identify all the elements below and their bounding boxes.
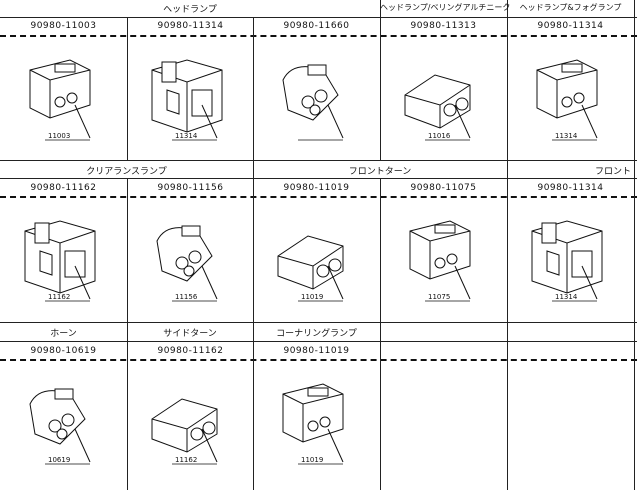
callout-label: 11003 — [48, 132, 71, 140]
connector-drawing — [253, 40, 380, 160]
part-number: 90980-11003 — [30, 21, 97, 31]
category-label: ヘッドランプ/ベリングアルチニーク — [380, 3, 511, 12]
callout-label: 11019 — [301, 456, 324, 464]
callout-label: 11075 — [428, 293, 451, 301]
category-label: フロント — [595, 167, 632, 177]
connector-drawing: 11075 — [380, 201, 507, 321]
part-number: 90980-11313 — [410, 21, 477, 31]
part-number: 90980-11314 — [157, 21, 224, 31]
callout-label: 11314 — [555, 293, 578, 301]
part-number: 90980-11162 — [157, 346, 224, 356]
part-number: 90980-11019 — [283, 183, 350, 193]
callout-label: 11019 — [301, 293, 324, 301]
part-number: 90980-11075 — [410, 183, 477, 193]
connector-drawing: 11314 — [507, 40, 634, 160]
connector-drawing: 10619 — [0, 364, 127, 484]
connector-drawing: 11314 — [507, 201, 634, 321]
callout-label: 11016 — [428, 132, 451, 140]
part-number: 90980-11162 — [30, 183, 97, 193]
part-number: 90980-11314 — [537, 21, 604, 31]
connector-drawing: 11016 — [380, 40, 507, 160]
connector-drawing: 11156 — [127, 201, 254, 321]
callout-label: 11162 — [48, 293, 71, 301]
connector-drawing: 11314 — [127, 40, 254, 160]
category-label: サイドターン — [163, 329, 217, 339]
category-label: ヘッドランプ&フォグランプ — [519, 3, 622, 12]
connector-drawing: 11162 — [127, 364, 254, 484]
part-number: 90980-11156 — [157, 183, 224, 193]
callout-label: 11314 — [175, 132, 198, 140]
category-label: ホーン — [50, 329, 77, 339]
category-label: コーナリングランプ — [276, 329, 357, 339]
callout-label: 11162 — [175, 456, 198, 464]
callout-label: 10619 — [48, 456, 71, 464]
part-number: 90980-11019 — [283, 346, 350, 356]
connector-drawing: 11003 — [0, 40, 127, 160]
category-label: フロントターン — [348, 167, 412, 177]
callout-label: 11156 — [175, 293, 198, 301]
part-number: 90980-10619 — [30, 346, 97, 356]
category-label: ヘッドランプ — [163, 5, 217, 15]
connector-drawing: 11019 — [253, 201, 380, 321]
category-label: クリアランスランプ — [86, 167, 167, 177]
connector-drawing: 11162 — [0, 201, 127, 321]
callout-label: 11314 — [555, 132, 578, 140]
connector-drawing: 11019 — [253, 364, 380, 484]
part-number: 90980-11660 — [283, 21, 350, 31]
part-number: 90980-11314 — [537, 183, 604, 193]
